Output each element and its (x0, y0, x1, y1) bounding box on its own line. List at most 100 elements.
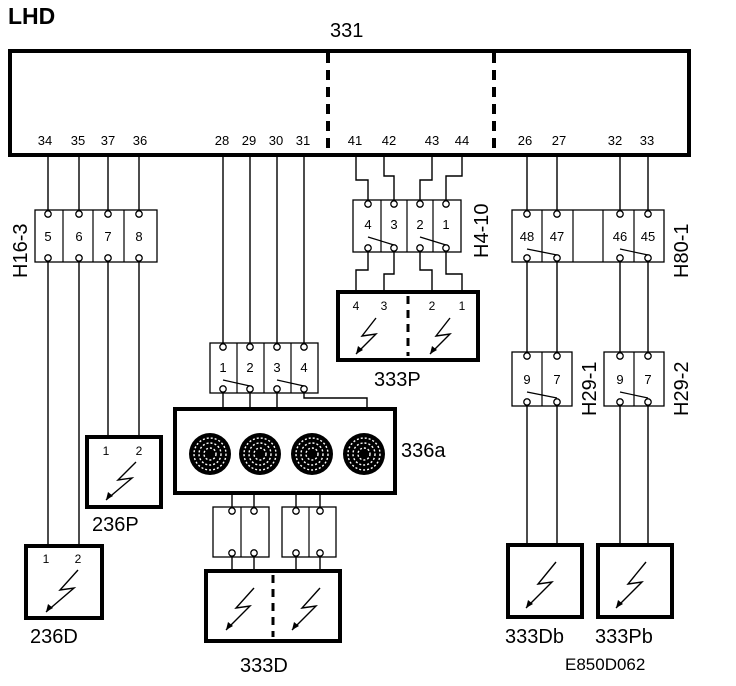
main-unit-box (8, 49, 691, 157)
main-pin-label: 34 (38, 133, 52, 148)
main-unit-label: 331 (330, 20, 363, 42)
connector-h29-1: 9 7 H29-1 (511, 351, 601, 416)
connector-pin-label: 1 (442, 217, 449, 232)
connector-333d-right (281, 506, 337, 558)
connector-pin-label: 7 (644, 372, 651, 387)
main-pin-label: 32 (608, 133, 622, 148)
device-label-333pb: 333Pb (595, 626, 653, 648)
device-pin-label: 2 (429, 299, 436, 313)
connector-h29-2: 9 7 H29-2 (603, 351, 693, 416)
device-pin-label: 2 (136, 444, 143, 458)
connector-pin-label: 6 (75, 229, 82, 244)
connector-pin-label: 7 (553, 372, 560, 387)
coil-icon (188, 432, 232, 476)
wire (355, 252, 369, 292)
device-333p: 4 3 2 1 333P (336, 290, 480, 391)
main-pin-label: 37 (101, 133, 115, 148)
diagram-code: E850D062 (565, 655, 645, 674)
device-label-333db: 333Db (505, 626, 564, 648)
connector-pin-label: 2 (246, 360, 253, 375)
connector-pin-label: 9 (616, 372, 623, 387)
main-pin-label: 41 (348, 133, 362, 148)
device-pin-label: 4 (353, 299, 360, 313)
device-label-236d: 236D (30, 626, 78, 648)
connector-pin-label: 4 (364, 217, 371, 232)
connector-pin-label: 8 (135, 229, 142, 244)
wire (355, 155, 369, 202)
coil-icon (290, 432, 334, 476)
lightning-icon (615, 561, 647, 609)
coil-icon (342, 432, 386, 476)
main-pin-label: 29 (242, 133, 256, 148)
device-box (596, 543, 674, 619)
connector-label-h80-1: H80-1 (671, 224, 693, 278)
main-pin-label: 35 (71, 133, 85, 148)
connector-pin-label: 4 (300, 360, 307, 375)
main-pin-label: 43 (425, 133, 439, 148)
device-label-236p: 236P (92, 514, 139, 536)
main-pin-label: 26 (518, 133, 532, 148)
connector-label-h29-2: H29-2 (671, 362, 693, 416)
connector-h80-1: 48 47 46 45 H80-1 (511, 209, 693, 278)
main-pin-label: 36 (133, 133, 147, 148)
connector-336: 1 2 3 4 (209, 342, 319, 394)
connector-body (34, 209, 158, 263)
device-label-336a: 336a (401, 440, 446, 462)
connector-pin-label: 5 (44, 229, 51, 244)
connector-label-h4-10: H4-10 (471, 204, 493, 258)
device-pin-label: 3 (381, 299, 388, 313)
lightning-icon (525, 561, 557, 609)
main-pin-label: 33 (640, 133, 654, 148)
connector-333d-left (212, 506, 270, 558)
connector-pin-label: 48 (520, 229, 534, 244)
main-pin-label: 27 (552, 133, 566, 148)
wire (445, 155, 463, 202)
wire (419, 252, 433, 292)
connector-pin-label: 1 (219, 360, 226, 375)
connector-pin-label: 2 (416, 217, 423, 232)
lhd-label: LHD (8, 3, 55, 29)
lightning-icon (45, 569, 79, 613)
main-pin-label: 30 (269, 133, 283, 148)
device-box (506, 543, 584, 619)
connector-pin-label: 9 (523, 372, 530, 387)
device-box (336, 290, 480, 362)
lightning-icon (291, 587, 321, 631)
main-pin-label: 42 (382, 133, 396, 148)
wire (445, 252, 463, 292)
wire (419, 155, 433, 202)
connector-pin-label: 7 (104, 229, 111, 244)
lightning-icon (225, 587, 255, 631)
device-box (85, 435, 163, 509)
device-box (204, 569, 342, 643)
connector-pin-label: 3 (390, 217, 397, 232)
device-pin-label: 1 (43, 552, 50, 566)
connector-label-h16-3: H16-3 (10, 224, 32, 278)
device-333pb: 333Pb (595, 543, 674, 648)
connector-h16-3: 5 6 7 8 H16-3 (10, 209, 158, 278)
device-333d: 333D (204, 569, 342, 677)
device-236p: 1 2 236P (85, 435, 163, 536)
device-box (173, 407, 397, 495)
coil-icon (238, 432, 282, 476)
connector-pin-label: 3 (273, 360, 280, 375)
wire (303, 392, 368, 410)
connector-pin-label: 47 (550, 229, 564, 244)
main-pin-label: 28 (215, 133, 229, 148)
wire (383, 155, 395, 202)
device-pin-label: 1 (459, 299, 466, 313)
device-pin-label: 2 (75, 552, 82, 566)
device-label-333p: 333P (374, 369, 421, 391)
connector-pin-label: 45 (641, 229, 655, 244)
device-label-333d: 333D (240, 655, 288, 677)
main-pin-labels: 34 35 37 36 28 29 30 31 41 42 43 44 26 2… (38, 133, 654, 148)
device-box (24, 544, 104, 620)
connector-pin-label: 46 (613, 229, 627, 244)
device-pin-label: 1 (103, 444, 110, 458)
device-333db: 333Db (505, 543, 584, 648)
wire (383, 252, 395, 292)
main-pin-label: 31 (296, 133, 310, 148)
device-336a: 336a (173, 407, 446, 495)
main-pin-label: 44 (455, 133, 469, 148)
